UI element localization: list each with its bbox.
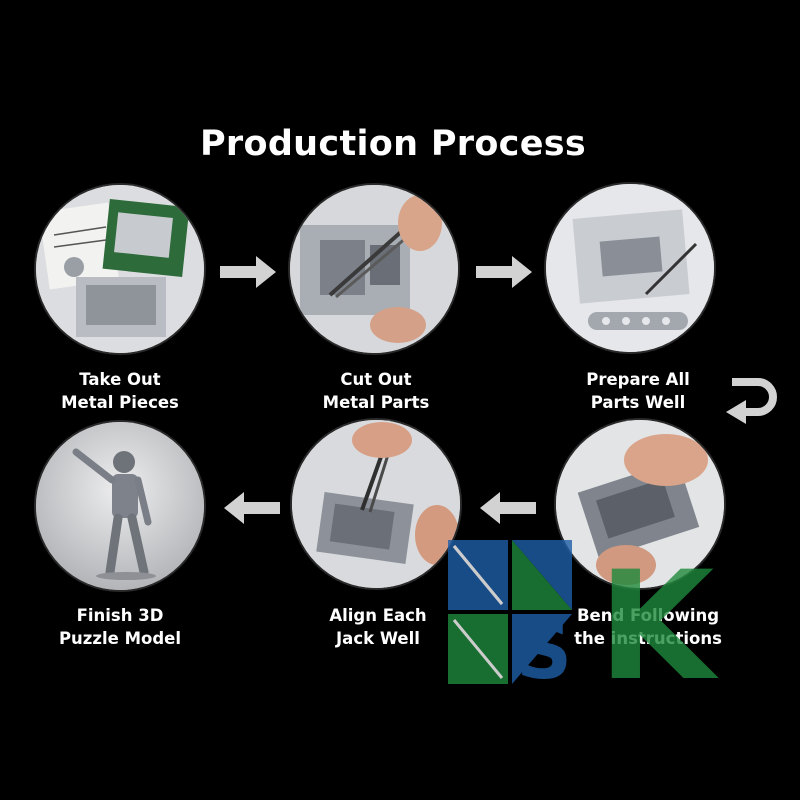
step-1-label-line2: Metal Pieces xyxy=(61,393,179,412)
step-2-photo-cut-out-metal-parts xyxy=(290,185,458,353)
svg-text:S: S xyxy=(516,607,572,688)
step-6-label-line1: Finish 3D xyxy=(76,606,164,625)
step-3-label: Prepare All Parts Well xyxy=(538,368,738,414)
u-turn-arrow-icon xyxy=(726,378,777,424)
page-title: Production Process xyxy=(199,124,587,164)
step-6-photo-finished-3d-puzzle-model xyxy=(36,422,204,590)
step-3-photo-prepare-all-parts xyxy=(546,184,714,352)
step-1-label: Take Out Metal Pieces xyxy=(20,368,220,414)
step-4-label-line2: the instructions xyxy=(574,629,722,648)
left-arrow-icon xyxy=(224,492,280,524)
step-1-label-line1: Take Out xyxy=(79,370,161,389)
left-arrow-icon xyxy=(480,492,536,524)
svg-text:K: K xyxy=(598,540,719,688)
step-6-label-line2: Puzzle Model xyxy=(58,629,182,648)
step-5-label-line2: Jack Well xyxy=(336,629,420,648)
step-4-label-line1: Bend Following xyxy=(576,606,720,625)
step-1-photo-take-out-metal-pieces xyxy=(36,185,204,353)
sk-watermark-logo: S K xyxy=(448,540,719,688)
step-2-label-line2: Metal Parts xyxy=(322,393,430,412)
step-5-label-line1: Align Each xyxy=(329,606,427,625)
step-6-label: Finish 3D Puzzle Model xyxy=(20,604,220,650)
step-2-label: Cut Out Metal Parts xyxy=(276,368,476,414)
right-arrow-icon xyxy=(220,256,276,288)
step-3-label-line2: Parts Well xyxy=(590,393,686,412)
step-4-photo-bend-following-instructions xyxy=(556,420,724,588)
step-4-label: Bend Following the instructions xyxy=(548,604,748,650)
step-3-label-line1: Prepare All xyxy=(586,370,690,389)
right-arrow-icon xyxy=(476,256,532,288)
step-2-label-line1: Cut Out xyxy=(340,370,412,389)
step-5-photo-align-each-jack xyxy=(292,420,460,588)
step-5-label: Align Each Jack Well xyxy=(278,604,478,650)
